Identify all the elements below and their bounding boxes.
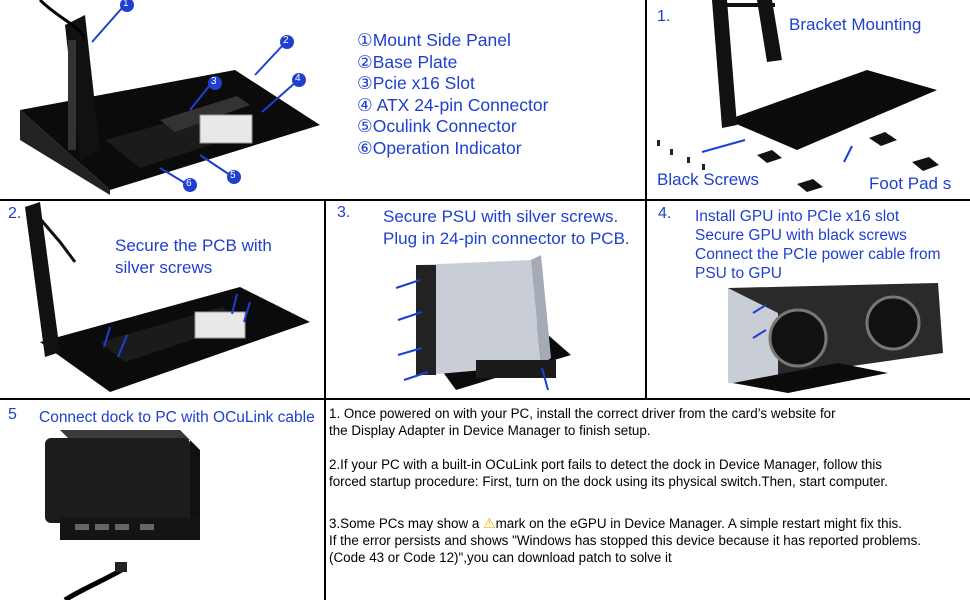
overview-dock-illustration bbox=[20, 0, 320, 195]
note-1-line2: the Display Adapter in Device Manager to… bbox=[329, 423, 651, 438]
note-2-line2: forced startup procedure: First, turn on… bbox=[329, 474, 888, 489]
callout-1: 1 bbox=[123, 0, 129, 9]
legend-item: ⑥Operation Indicator bbox=[357, 137, 522, 158]
foot-pads-label: Foot Pad s bbox=[869, 174, 952, 193]
parts-legend: ①Mount Side Panel ②Base Plate ③Pcie x16 … bbox=[357, 30, 548, 160]
divider-row1 bbox=[0, 199, 970, 201]
step1-title: Bracket Mounting bbox=[789, 15, 922, 34]
divider-bot-col bbox=[324, 400, 326, 600]
black-screws-label: Black Screws bbox=[657, 170, 760, 189]
callout-6: 6 bbox=[186, 178, 192, 189]
step3-number: 3. bbox=[337, 204, 351, 221]
step2-caption-line1: Secure the PCB with bbox=[115, 236, 272, 255]
note-3-line3: (Code 43 or Code 12)",you can download p… bbox=[329, 550, 672, 565]
divider-top-col bbox=[645, 0, 647, 200]
step3-caption-line2: Plug in 24-pin connector to PCB. bbox=[383, 229, 630, 248]
step2-caption-line2: silver screws bbox=[115, 258, 213, 277]
step4-caption-line3: Connect the PCIe power cable from bbox=[695, 246, 941, 263]
callout-2: 2 bbox=[283, 35, 289, 46]
warning-icon: ⚠ bbox=[483, 515, 496, 531]
psu-mount-illustration bbox=[395, 255, 571, 391]
legend-item: ②Base Plate bbox=[357, 51, 458, 72]
step3-caption-line1: Secure PSU with silver screws. bbox=[383, 207, 619, 226]
step5-number: 5 bbox=[8, 406, 17, 423]
callout-5: 5 bbox=[230, 170, 236, 181]
step4-caption-line2: Secure GPU with black screws bbox=[695, 227, 907, 244]
note-2-line1: 2.If your PC with a built-in OCuLink por… bbox=[329, 457, 882, 472]
callout-3: 3 bbox=[211, 76, 217, 87]
step4-number: 4. bbox=[658, 205, 672, 222]
step5-title: Connect dock to PC with OCuLink cable bbox=[39, 409, 315, 426]
legend-item: ⑤Oculink Connector bbox=[357, 116, 517, 137]
divider-mid-col1 bbox=[324, 200, 326, 400]
callout-4: 4 bbox=[295, 73, 301, 84]
step2-number: 2. bbox=[8, 205, 22, 222]
note-1-line1: 1. Once powered on with your PC, install… bbox=[329, 406, 836, 421]
dock-pc-illustration bbox=[45, 430, 200, 600]
note-3-line1: 3.Some PCs may show a ⚠mark on the eGPU … bbox=[329, 515, 902, 531]
legend-item: ③Pcie x16 Slot bbox=[357, 73, 475, 94]
divider-mid-col2 bbox=[645, 200, 647, 400]
bracket-illustration bbox=[657, 0, 939, 192]
note-3-line2: If the error persists and shows "Windows… bbox=[329, 533, 922, 548]
pcb-mount-illustration bbox=[25, 202, 310, 392]
step1-number: 1. bbox=[657, 8, 671, 25]
legend-item: ①Mount Side Panel bbox=[357, 30, 511, 50]
legend-item: ④ ATX 24-pin Connector bbox=[357, 94, 549, 115]
gpu-install-illustration bbox=[728, 283, 943, 393]
divider-row2 bbox=[0, 398, 970, 400]
step4-caption-line1: Install GPU into PCIe x16 slot bbox=[695, 208, 900, 225]
step4-caption-line4: PSU to GPU bbox=[695, 265, 782, 282]
